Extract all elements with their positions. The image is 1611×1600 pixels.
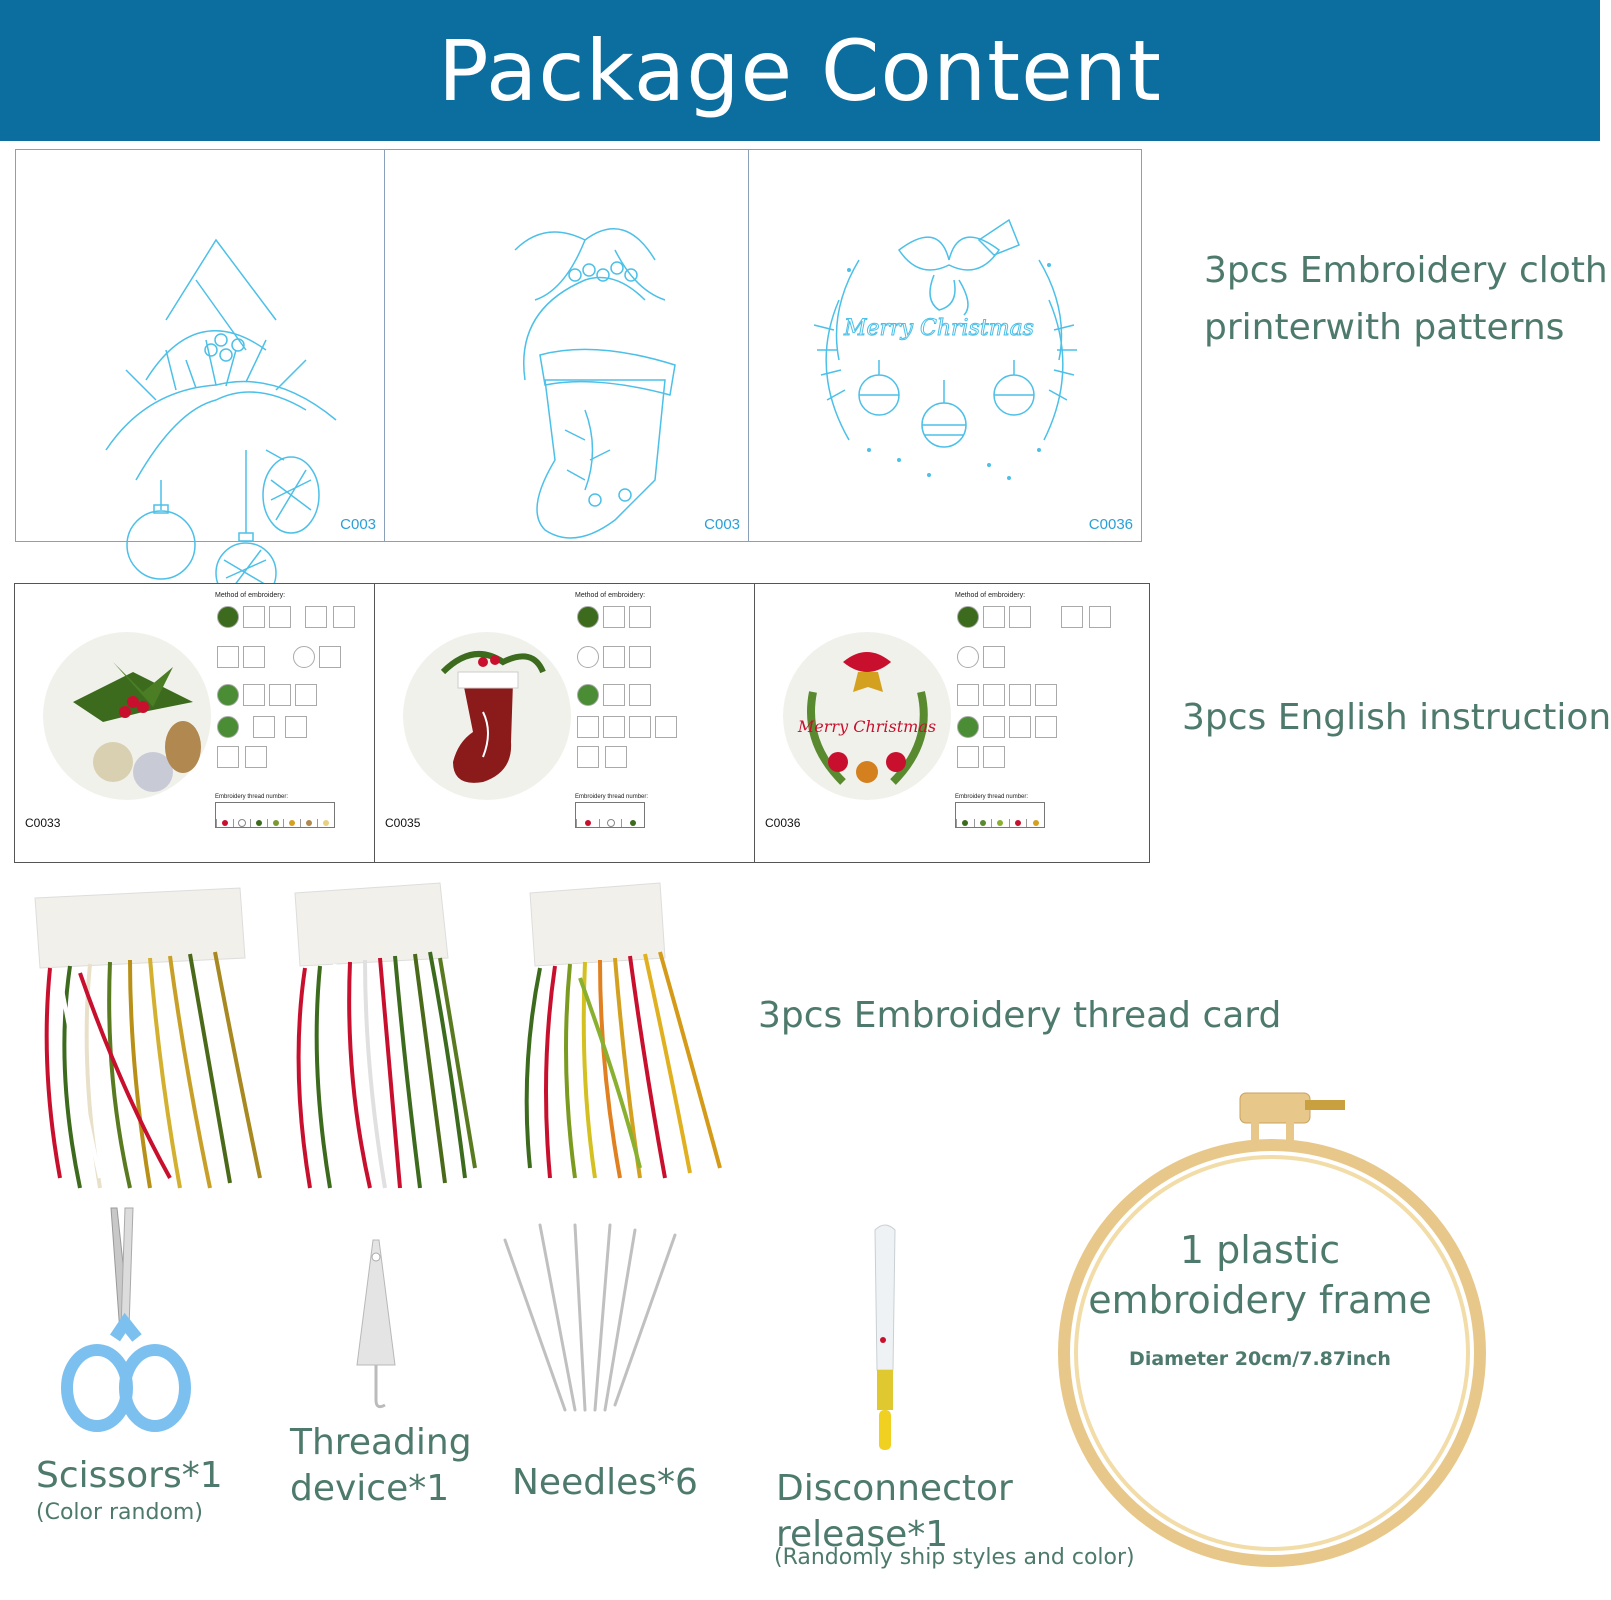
disconnector-label-line-2: release*1 [776, 1514, 949, 1555]
thread-number-heading: Embroidery thread number: [215, 794, 289, 800]
thread-color-table [215, 802, 335, 828]
threading-label-line-2: device*1 [290, 1468, 450, 1509]
page-title: Package Content [438, 21, 1162, 120]
instruction-sheet-2: Method of embroidery: Embroidery thread … [374, 583, 755, 863]
cloth-code: C003 [340, 516, 376, 533]
frame-label-line-1: 1 plastic [1179, 1228, 1341, 1272]
finished-embroidery-preview: Merry Christmas [783, 632, 951, 800]
frame-label-line-2: embroidery frame [1088, 1278, 1432, 1322]
embroidery-hoop-icon [1058, 1092, 1486, 1567]
disconnector-label: Disconnector release*1 [776, 1466, 1013, 1558]
instruction-code: C0036 [765, 816, 801, 830]
header-banner: Package Content [0, 0, 1600, 141]
cloth-label-line-1: 3pcs Embroidery cloth [1204, 250, 1608, 291]
threading-device-label: Threading device*1 [290, 1420, 472, 1512]
instruction-code: C0033 [25, 816, 61, 830]
method-heading: Method of embroidery: [215, 592, 286, 599]
holly-ornament-illustration [73, 662, 201, 792]
cloth-code: C003 [704, 516, 740, 533]
cloth-code: C0036 [1088, 516, 1133, 533]
disconnector-note: (Randomly ship styles and color) [774, 1545, 1135, 1570]
finished-embroidery-preview [403, 632, 571, 800]
frame-diameter-note: Diameter 20cm/7.87inch [1129, 1348, 1391, 1370]
cloth-label: 3pcs Embroidery cloth printerwith patter… [1204, 242, 1608, 356]
stocking-illustration [440, 651, 546, 783]
cloth-panel-2: C003 [384, 149, 749, 542]
threading-device-icon [356, 1239, 396, 1409]
ornament-pattern-illustration [105, 238, 337, 604]
thread-color-table [955, 802, 1045, 828]
wreath-pattern-illustration: Merry Christmas [813, 218, 1077, 480]
method-heading: Method of embroidery: [955, 592, 1026, 599]
scissors-note: (Color random) [36, 1500, 203, 1525]
cloth-panel-1: C003 [15, 149, 385, 604]
thread-color-table [575, 802, 645, 828]
instruction-code: C0035 [385, 816, 421, 830]
needles-icon [503, 1223, 677, 1412]
cloth-panel-3: Merry Christmas C0036 [748, 149, 1142, 542]
thread-card-2 [294, 882, 477, 1189]
seam-ripper-icon [874, 1224, 896, 1450]
frame-label: 1 plastic embroidery frame [1060, 1225, 1460, 1325]
thread-card-label: 3pcs Embroidery thread card [758, 995, 1282, 1036]
thread-number-heading: Embroidery thread number: [955, 794, 1029, 800]
finished-embroidery-preview [43, 632, 211, 800]
merry-christmas-pattern-text: Merry Christmas [843, 316, 1034, 341]
instruction-sheet-3: Merry Christmas Method of embroidery: Em… [754, 583, 1150, 863]
disconnector-label-line-1: Disconnector [776, 1468, 1013, 1509]
wreath-illustration: Merry Christmas [797, 652, 936, 785]
instruction-label: 3pcs English instruction [1182, 697, 1611, 738]
threading-label-line-1: Threading [290, 1422, 472, 1463]
thread-card-1 [34, 887, 262, 1189]
needles-label: Needles*6 [512, 1462, 698, 1503]
cloth-label-line-2: printerwith patterns [1204, 307, 1565, 348]
stocking-pattern-illustration [514, 228, 676, 539]
thread-number-heading: Embroidery thread number: [575, 794, 649, 800]
scissors-icon [61, 1207, 191, 1432]
method-heading: Method of embroidery: [575, 592, 646, 599]
merry-christmas-text: Merry Christmas [797, 717, 936, 736]
instruction-sheet-1: Method of embroidery: Embroidery thread … [14, 583, 375, 863]
thread-card-3 [524, 882, 722, 1179]
thread-cards-illustration [34, 882, 722, 1189]
scissors-label: Scissors*1 [36, 1455, 223, 1496]
